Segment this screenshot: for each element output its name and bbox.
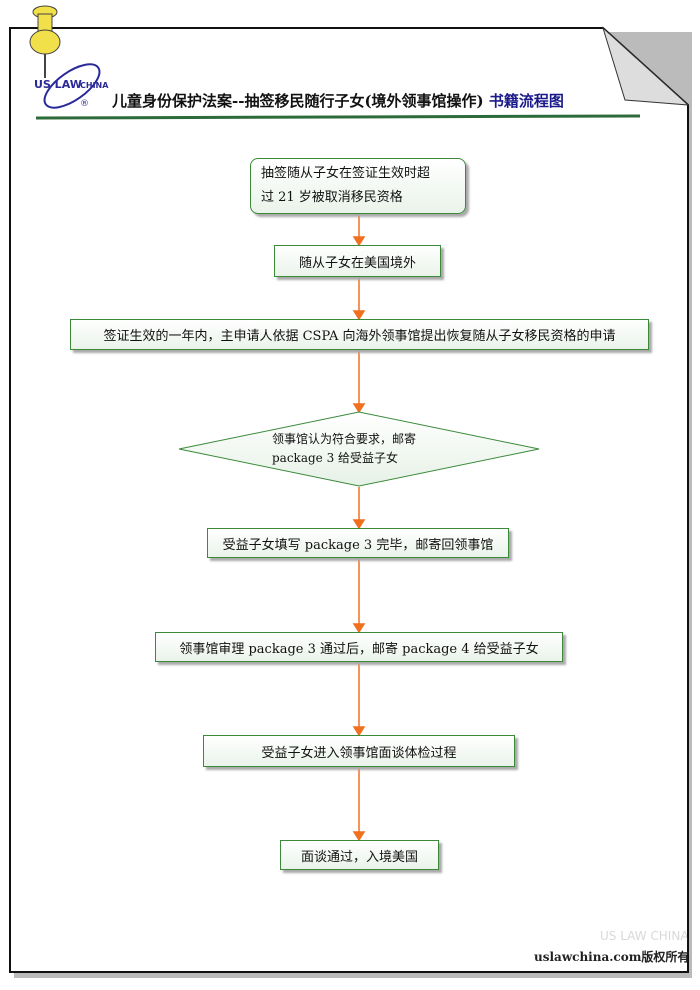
- page-subtitle: 书籍流程图: [488, 92, 564, 110]
- watermark-logo: US LAW CHINA: [600, 929, 689, 943]
- copyright-footer: uslawchina.com版权所有: [534, 950, 690, 964]
- uslawchina-logo: US LAW CHINA ®: [34, 63, 109, 109]
- flow-step-3: 签证生效的一年内，主申请人依据 CSPA 向海外领事馆提出恢复随从子女移民资格的…: [70, 319, 649, 350]
- page-fold: [601, 26, 690, 106]
- svg-text:®: ®: [80, 99, 89, 109]
- svg-text:US LAW CHINA: US LAW CHINA: [600, 929, 689, 943]
- pushpin-icon: [29, 5, 61, 78]
- flow-arrows: [352, 215, 366, 842]
- flow-step-start: 抽签随从子女在签证生效时超过 21 岁被取消移民资格: [250, 158, 466, 214]
- flow-step-6: 领事馆审理 package 3 通过后，邮寄 package 4 给受益子女: [155, 632, 563, 662]
- page-title: 儿童身份保护法案--抽签移民随行子女(境外领事馆操作) 书籍流程图: [112, 92, 564, 110]
- divider: [35, 114, 641, 120]
- svg-text:CHINA: CHINA: [80, 81, 109, 90]
- flow-step-end: 面谈通过，入境美国: [280, 840, 439, 870]
- flow-step-2: 随从子女在美国境外: [274, 245, 441, 277]
- flow-step-5: 受益子女填写 package 3 完毕，邮寄回领事馆: [207, 528, 509, 558]
- flow-step-7: 受益子女进入领事馆面谈体检过程: [203, 735, 515, 767]
- decision-diamond: [178, 411, 540, 487]
- svg-text:US LAW: US LAW: [34, 78, 82, 91]
